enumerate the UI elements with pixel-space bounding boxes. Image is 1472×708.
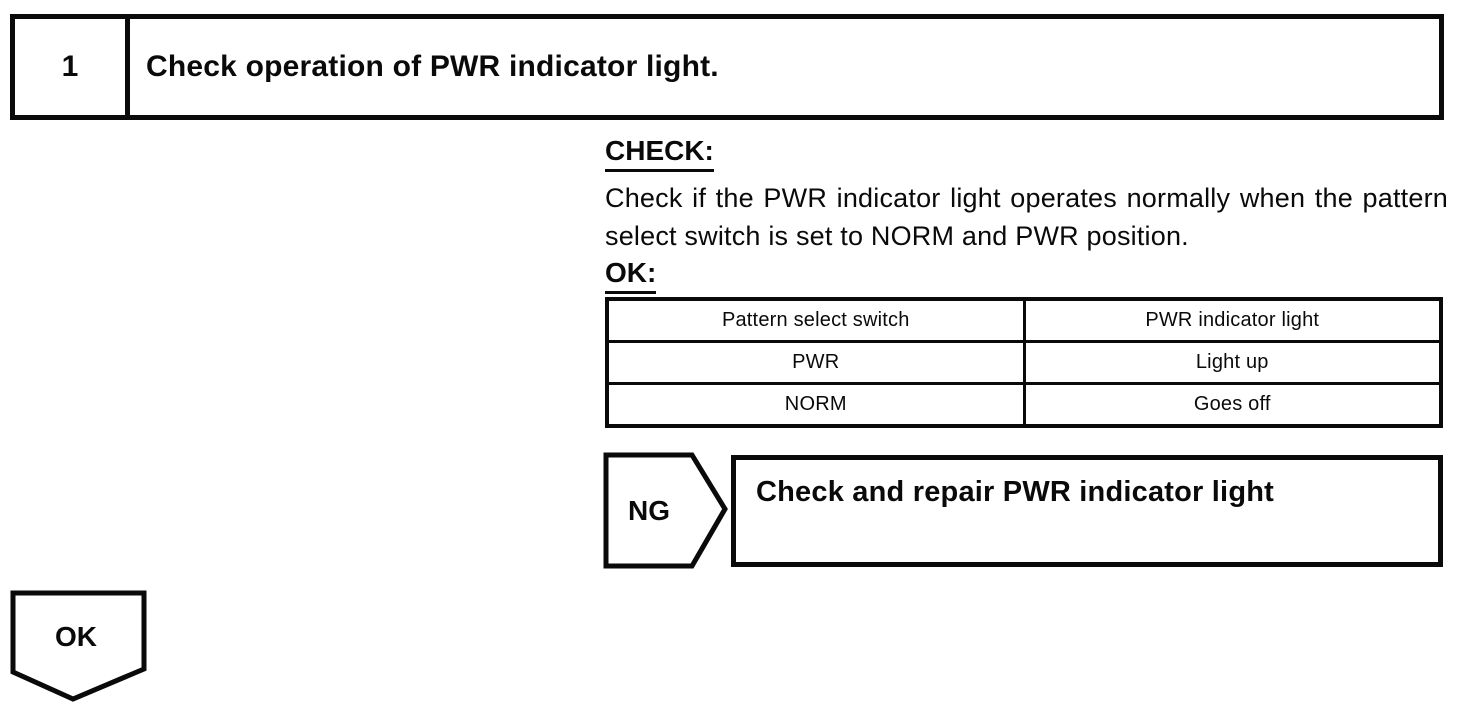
table-cell-light-state: Goes off <box>1022 382 1443 428</box>
table-row: PWR Light up <box>605 340 1443 385</box>
table-header-pattern-select-switch: Pattern select switch <box>605 297 1026 343</box>
step-number: 1 <box>15 19 130 115</box>
ng-pointer-shape: NG <box>603 452 728 569</box>
ng-action-box: Check and repair PWR indicator light <box>731 455 1443 567</box>
ok-condition-table: Pattern select switch PWR indicator ligh… <box>605 297 1443 428</box>
ng-label: NG <box>628 495 670 526</box>
step-title: Check operation of PWR indicator light. <box>146 50 719 83</box>
table-cell-switch-position: PWR <box>605 340 1026 385</box>
step-header-box: 1 Check operation of PWR indicator light… <box>10 14 1444 120</box>
ok-heading: OK: <box>605 259 657 294</box>
table-header-row: Pattern select switch PWR indicator ligh… <box>605 297 1443 343</box>
table-cell-switch-position: NORM <box>605 382 1026 428</box>
ng-action-text: Check and repair PWR indicator light <box>756 476 1274 508</box>
ok-label: OK <box>55 621 97 652</box>
check-heading: CHECK: <box>605 137 714 172</box>
ok-pentagon-outline <box>10 590 147 702</box>
check-instructions: Check if the PWR indicator light operate… <box>605 183 1448 251</box>
check-section: CHECK: Check if the PWR indicator light … <box>605 137 1448 294</box>
table-cell-light-state: Light up <box>1022 340 1443 385</box>
table-row: NORM Goes off <box>605 382 1443 428</box>
ok-pointer-shape: OK <box>10 590 147 702</box>
table-header-pwr-indicator-light: PWR indicator light <box>1022 297 1443 343</box>
ng-pentagon-outline <box>603 452 728 569</box>
